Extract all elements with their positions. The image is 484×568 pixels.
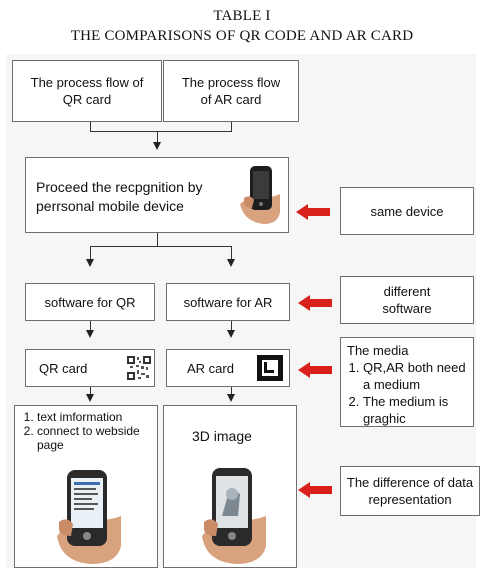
- red-arrow-icon: [298, 295, 332, 316]
- ar-output-box: 3D image: [163, 405, 297, 568]
- same-device-label: same device: [370, 203, 444, 219]
- table-title: THE COMPARISONS OF QR CODE AND AR CARD: [70, 28, 414, 44]
- recognition-label: Proceed the recpgnition by perrsonal mob…: [36, 179, 203, 214]
- ar-card-box: AR card: [166, 349, 290, 387]
- qr-output-item: text imformation: [37, 410, 153, 424]
- connector: [90, 122, 91, 132]
- qr-process-box: The process flow of QR card: [12, 60, 162, 122]
- ar-process-label: The process flow of AR card: [181, 75, 281, 107]
- connector: [157, 233, 158, 246]
- connector: [90, 246, 232, 247]
- arrow-down-icon: [86, 259, 94, 267]
- recognition-box: Proceed the recpgnition by perrsonal mob…: [25, 157, 289, 233]
- media-point: The medium is graghic: [363, 393, 467, 427]
- software-qr-box: software for QR: [25, 283, 155, 321]
- arrow-down-icon: [153, 142, 161, 150]
- table-label: TABLE I: [213, 8, 271, 24]
- software-ar-label: software for AR: [183, 294, 273, 310]
- qr-output-item: connect to webside page: [37, 424, 153, 452]
- arrow-down-icon: [86, 330, 94, 338]
- data-representation-label: The difference of data representation: [346, 475, 474, 507]
- arrow-down-icon: [227, 330, 235, 338]
- software-ar-box: software for AR: [166, 283, 290, 321]
- qr-output-box: text imformation connect to webside page: [14, 405, 158, 568]
- connector: [90, 321, 91, 331]
- different-software-label: different software: [382, 284, 432, 316]
- connector: [90, 387, 91, 395]
- red-arrow-icon: [298, 482, 332, 503]
- connector: [231, 246, 232, 260]
- data-representation-note: The difference of data representation: [340, 466, 480, 516]
- connector: [90, 246, 91, 260]
- arrow-down-icon: [86, 394, 94, 402]
- connector: [231, 122, 232, 132]
- qr-process-label: The process flow of QR card: [30, 75, 144, 107]
- arrow-down-icon: [227, 259, 235, 267]
- ar-marker-icon: [257, 355, 283, 381]
- ar-card-label: AR card: [187, 360, 234, 376]
- connector: [157, 131, 158, 143]
- qr-card-box: QR card: [25, 349, 155, 387]
- phone-in-hand-icon: [240, 166, 280, 224]
- connector: [90, 131, 232, 132]
- connector: [231, 321, 232, 331]
- media-title: The media: [347, 343, 409, 358]
- ar-process-box: The process flow of AR card: [163, 60, 299, 122]
- media-note: The media QR,AR both need a medium The m…: [340, 337, 474, 427]
- phone-with-text-icon: [57, 470, 121, 564]
- different-software-note: different software: [340, 276, 474, 324]
- software-qr-label: software for QR: [44, 294, 136, 310]
- arrow-down-icon: [227, 394, 235, 402]
- qr-card-label: QR card: [39, 360, 88, 376]
- same-device-note: same device: [340, 187, 474, 235]
- media-point: QR,AR both need a medium: [363, 359, 467, 393]
- qr-code-icon: [126, 355, 152, 381]
- red-arrow-icon: [296, 204, 330, 225]
- phone-with-3d-image-icon: [202, 468, 266, 564]
- red-arrow-icon: [298, 362, 332, 383]
- connector: [231, 387, 232, 395]
- ar-output-label: 3D image: [192, 428, 252, 444]
